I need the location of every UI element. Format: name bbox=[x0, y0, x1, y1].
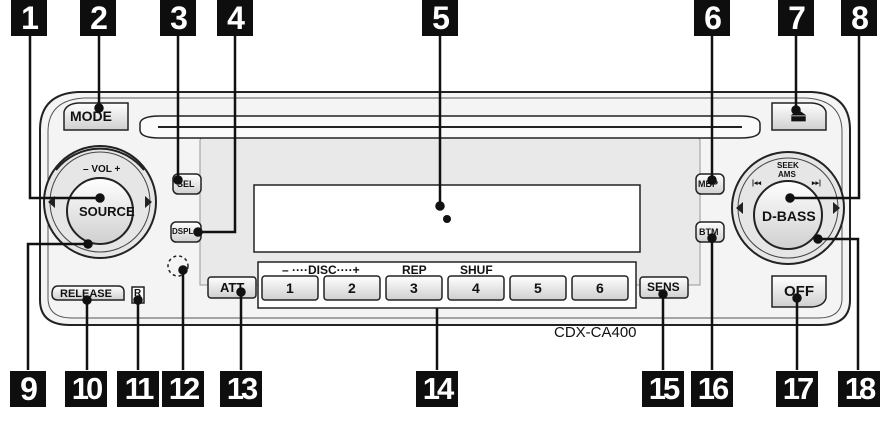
preset-6-label[interactable]: 6 bbox=[596, 280, 604, 296]
release-button-shape[interactable] bbox=[51, 285, 125, 301]
release-button-label[interactable]: RELEASE bbox=[60, 288, 112, 300]
preset-4-label[interactable]: 4 bbox=[472, 280, 480, 296]
callout-17: 17 bbox=[776, 371, 818, 407]
callout-12: 12 bbox=[162, 371, 204, 407]
svg-text:|◂◂: |◂◂ bbox=[752, 180, 761, 187]
source-button-label[interactable]: SOURCE bbox=[79, 204, 135, 219]
svg-text:▸▸|: ▸▸| bbox=[811, 180, 821, 187]
ir-receiver bbox=[167, 255, 189, 277]
ams-label: AMS bbox=[778, 170, 796, 179]
off-button-label[interactable]: OFF bbox=[784, 283, 814, 300]
eject-button-shape[interactable] bbox=[771, 102, 827, 131]
preset-1-label[interactable]: 1 bbox=[286, 280, 294, 296]
dbass-button-label[interactable]: D-BASS bbox=[762, 208, 816, 224]
callout-3: 3 bbox=[160, 0, 196, 36]
disc-label: – ····DISC····+ bbox=[282, 263, 360, 277]
preset-2-label[interactable]: 2 bbox=[348, 280, 356, 296]
dspl-button-label[interactable]: DSPL bbox=[172, 227, 194, 236]
mbp-button-label[interactable]: MBP bbox=[698, 179, 718, 189]
callout-2: 2 bbox=[80, 0, 116, 36]
reset-icon[interactable]: R bbox=[134, 288, 142, 299]
callout-16: 16 bbox=[691, 371, 733, 407]
leader-lines bbox=[26, 30, 861, 370]
preset-5-label[interactable]: 5 bbox=[534, 280, 542, 296]
callout-5: 5 bbox=[422, 0, 458, 36]
volume-label: – VOL + bbox=[83, 164, 121, 175]
btm-button-label[interactable]: BTM bbox=[699, 227, 719, 237]
callout-9: 9 bbox=[10, 371, 46, 407]
sel-button-label[interactable]: SEL bbox=[177, 179, 195, 189]
callout-15: 15 bbox=[642, 371, 684, 407]
att-button-label[interactable]: ATT bbox=[220, 280, 245, 295]
eject-icon[interactable]: ⏏ bbox=[790, 105, 808, 125]
off-button-shape[interactable] bbox=[771, 275, 827, 308]
sens-button-label[interactable]: SENS bbox=[647, 280, 680, 294]
preset-buttons[interactable] bbox=[261, 275, 629, 301]
preset-3-label[interactable]: 3 bbox=[410, 280, 418, 296]
shuf-label: SHUF bbox=[460, 263, 493, 277]
callout-4: 4 bbox=[217, 0, 253, 36]
callout-6: 6 bbox=[694, 0, 730, 36]
seek-label: SEEK bbox=[777, 161, 799, 170]
callout-18: 18 bbox=[838, 371, 880, 407]
rep-label: REP bbox=[402, 263, 427, 277]
callout-11: 11 bbox=[117, 371, 159, 407]
callout-1: 1 bbox=[11, 0, 47, 36]
callout-13: 13 bbox=[220, 371, 262, 407]
mode-button-label[interactable]: MODE bbox=[70, 108, 112, 124]
callout-10: 10 bbox=[65, 371, 107, 407]
callout-14: 14 bbox=[416, 371, 458, 407]
callout-8: 8 bbox=[841, 0, 877, 36]
model-name: CDX-CA400 bbox=[554, 324, 637, 341]
cd-slot bbox=[139, 115, 761, 139]
mode-button-shape[interactable] bbox=[63, 102, 129, 131]
callout-7: 7 bbox=[778, 0, 814, 36]
